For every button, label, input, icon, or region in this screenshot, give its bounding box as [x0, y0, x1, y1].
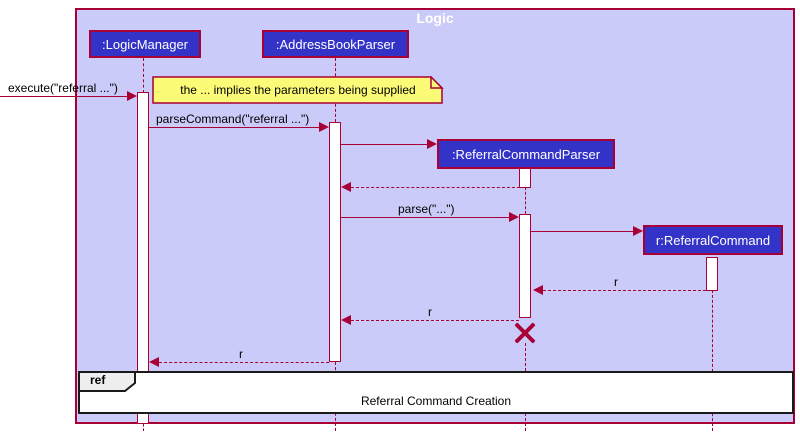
- ref-fragment: ref Referral Command Creation: [78, 371, 794, 414]
- participant-referralcommandparser: :ReferralCommandParser: [437, 139, 615, 169]
- activation-referralcommand: [706, 257, 718, 291]
- message-return-r-command-line: [543, 290, 706, 291]
- participant-logicmanager: :LogicManager: [89, 30, 201, 58]
- lifeline-referralcommand: [712, 290, 713, 431]
- arrowhead-create-parser-icon: [427, 139, 437, 149]
- arrowhead-execute-icon: [127, 91, 137, 101]
- message-create-parser-line: [341, 144, 428, 145]
- message-return-r-parser-line: [351, 320, 519, 321]
- activation-referralcommandparser-create: [519, 168, 531, 188]
- lifeline-logicmanager-tail: [143, 424, 144, 431]
- message-parse-label: parse("..."): [398, 202, 455, 216]
- arrowhead-create-return-icon: [341, 182, 351, 192]
- participant-addressbookparser: :AddressBookParser: [262, 30, 409, 58]
- arrowhead-return-r-command-icon: [533, 285, 543, 295]
- ref-pentagon-icon: [78, 371, 136, 392]
- participant-referralcommand: r:ReferralCommand: [643, 225, 783, 255]
- activation-addressbookparser: [329, 122, 341, 362]
- message-parse-line: [341, 217, 510, 218]
- arrowhead-parse-icon: [509, 212, 519, 222]
- message-create-return-line: [351, 187, 525, 188]
- lifeline-referralcommandparser: [525, 187, 526, 214]
- ref-keyword-pentagon: ref: [78, 371, 136, 392]
- participant-logicmanager-label: :LogicManager: [102, 36, 188, 52]
- message-return-r-parser-label: r: [428, 305, 432, 319]
- activation-referralcommandparser-parse: [519, 214, 531, 318]
- message-create-command-line: [531, 231, 634, 232]
- lifeline-logicmanager: [143, 58, 144, 93]
- logic-frame-title: Logic: [416, 10, 454, 26]
- note: the ... implies the parameters being sup…: [152, 75, 444, 104]
- message-return-r-manager-label: r: [239, 347, 243, 361]
- ref-keyword-label: ref: [90, 373, 106, 387]
- note-text: the ... implies the parameters being sup…: [180, 83, 416, 97]
- message-return-r-manager-line: [159, 362, 329, 363]
- arrowhead-create-command-icon: [633, 226, 643, 236]
- arrowhead-return-r-manager-icon: [149, 357, 159, 367]
- message-execute-line: [0, 96, 128, 97]
- participant-referralcommandparser-label: :ReferralCommandParser: [451, 146, 601, 162]
- note-shape-icon: [152, 75, 444, 104]
- message-return-r-command-label: r: [614, 275, 618, 289]
- activation-logicmanager: [137, 92, 149, 424]
- arrowhead-return-r-parser-icon: [341, 315, 351, 325]
- ref-title: Referral Command Creation: [360, 394, 512, 408]
- message-parsecommand-label: parseCommand("referral ..."): [156, 112, 310, 126]
- arrowhead-parsecommand-icon: [319, 122, 329, 132]
- participant-addressbookparser-label: :AddressBookParser: [275, 36, 396, 52]
- message-execute-label: execute("referral ..."): [8, 81, 118, 95]
- participant-referralcommand-label: r:ReferralCommand: [655, 232, 771, 248]
- message-parsecommand-line: [149, 127, 320, 128]
